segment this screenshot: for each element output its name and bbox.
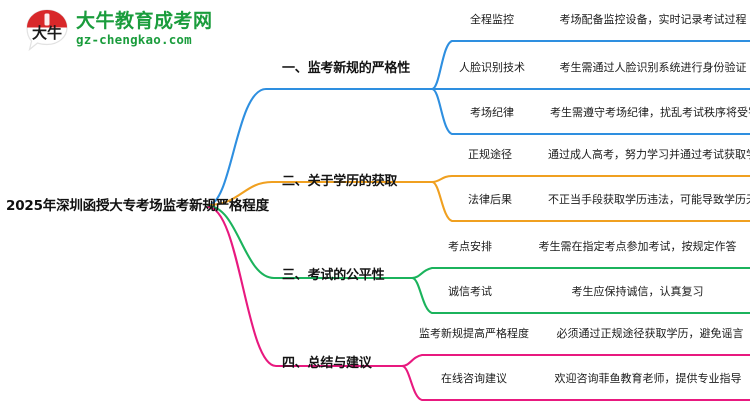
leaf-value-1-2[interactable]: 考生需通过人脸识别系统进行身份验证 <box>559 61 747 74</box>
leaf-key-2-2[interactable]: 法律后果 <box>468 193 512 206</box>
leaf-key-4-1[interactable]: 监考新规提高严格程度 <box>419 327 529 340</box>
logo-name-cn: 大牛教育成考网 <box>76 10 213 32</box>
leaf-value-2-1[interactable]: 通过成人高考，努力学习并通过考试获取学历 <box>548 148 750 161</box>
leaf-value-4-1[interactable]: 必须通过正规途径获取学历，避免谣言 <box>556 327 744 340</box>
mindmap-root-node[interactable]: 2025年深圳函授大专考场监考新规严格程度 <box>6 198 269 214</box>
leaf-value-3-2[interactable]: 考生应保持诚信，认真复习 <box>571 285 704 298</box>
branch-label-2[interactable]: 二、关于学历的获取 <box>282 174 398 189</box>
leaf-value-2-2[interactable]: 不正当手段获取学历违法，可能导致学历无效 <box>548 193 750 206</box>
leaf-key-2-1[interactable]: 正规途径 <box>468 148 512 161</box>
leaf-key-3-1[interactable]: 考点安排 <box>448 240 492 253</box>
site-logo: 大牛 大牛教育成考网 gz-chengkao.com <box>24 6 224 58</box>
leaf-key-3-2[interactable]: 诚信考试 <box>448 285 492 298</box>
leaf-value-1-3[interactable]: 考生需遵守考场纪律，扰乱考试秩序将受罚 <box>550 106 750 119</box>
branch-label-4[interactable]: 四、总结与建议 <box>282 356 372 371</box>
logo-wordmark: 大牛教育成考网 gz-chengkao.com <box>76 10 226 48</box>
leaf-value-3-1[interactable]: 考生需在指定考点参加考试，按规定作答 <box>538 240 737 253</box>
leaf-key-1-1[interactable]: 全程监控 <box>470 13 514 26</box>
leaf-key-4-2[interactable]: 在线咨询建议 <box>441 372 507 385</box>
leaf-value-4-2[interactable]: 欢迎咨询菲鱼教育老师，提供专业指导 <box>554 372 742 385</box>
branch-label-3[interactable]: 三、考试的公平性 <box>282 268 385 283</box>
branch-label-1[interactable]: 一、监考新规的严格性 <box>282 61 411 76</box>
leaf-value-1-1[interactable]: 考场配备监控设备，实时记录考试过程 <box>559 13 747 26</box>
logo-domain: gz-chengkao.com <box>76 32 192 47</box>
leaf-key-1-3[interactable]: 考场纪律 <box>470 106 514 119</box>
svg-text:大牛: 大牛 <box>32 24 62 42</box>
logo-mark-icon: 大牛 <box>24 8 70 56</box>
leaf-key-1-2[interactable]: 人脸识别技术 <box>459 61 525 74</box>
